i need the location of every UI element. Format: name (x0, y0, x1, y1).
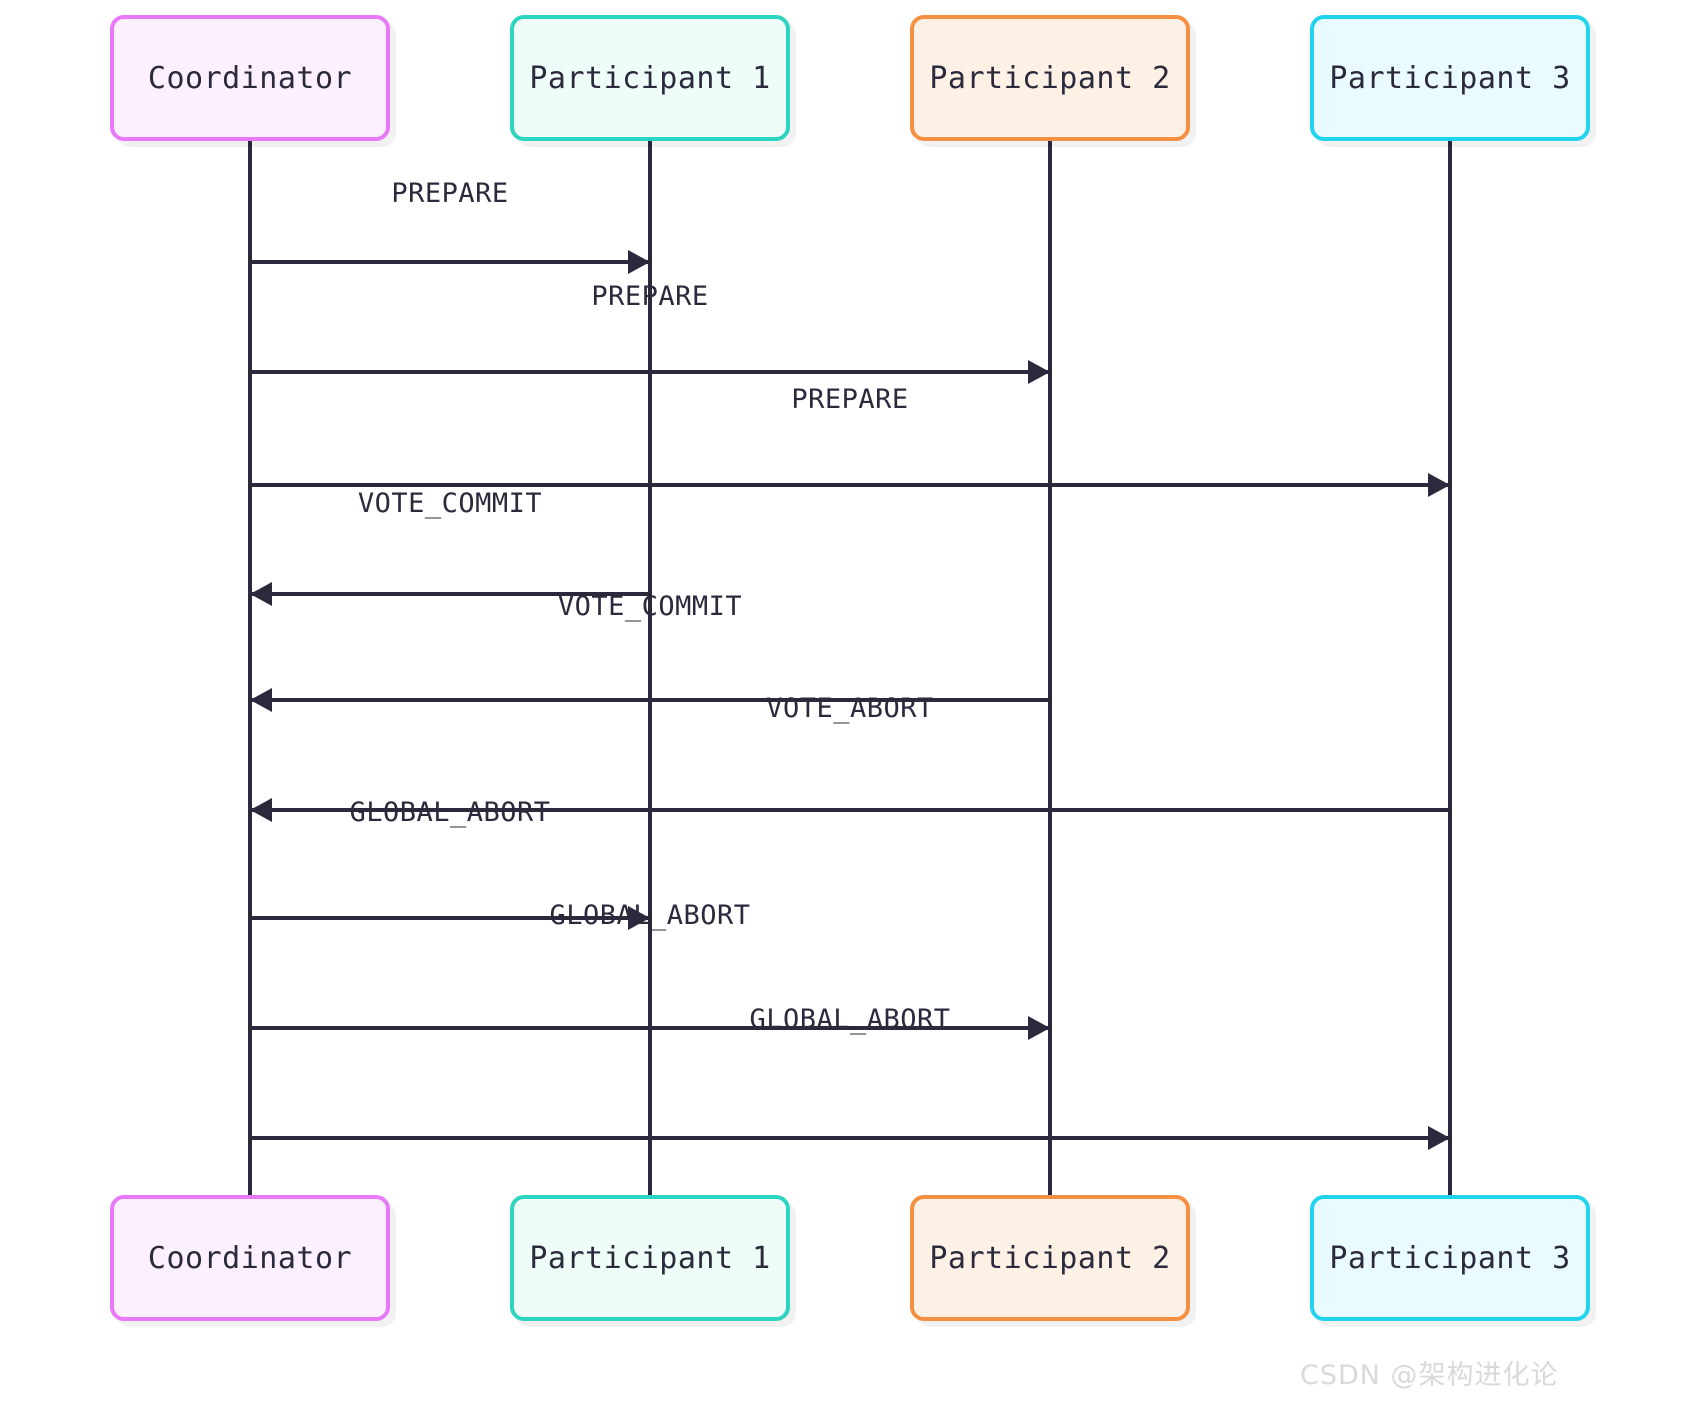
message-line (250, 370, 1050, 374)
arrow-head-right-icon (1428, 1126, 1450, 1150)
actor-label: Participant 2 (929, 60, 1171, 96)
message-label: GLOBAL_ABORT (549, 900, 751, 931)
arrow-head-right-icon (1028, 360, 1050, 384)
actor-label: Coordinator (147, 1240, 353, 1276)
actor-label: Coordinator (147, 60, 353, 96)
arrow-head-right-icon (1428, 473, 1450, 497)
message-label: VOTE_ABORT (766, 693, 934, 724)
message-line (250, 483, 1450, 487)
message-line (250, 260, 650, 264)
lifeline-participant1 (648, 141, 652, 1195)
lifeline-participant3 (1448, 141, 1452, 1195)
message-line (250, 698, 1050, 702)
actor-label: Participant 1 (529, 1240, 771, 1276)
message-line (250, 916, 650, 920)
arrow-head-left-icon (250, 688, 272, 712)
arrow-head-right-icon (628, 250, 650, 274)
message-label: VOTE_COMMIT (357, 488, 543, 519)
lifeline-coordinator (248, 141, 252, 1195)
lifeline-participant2 (1048, 141, 1052, 1195)
message-label: PREPARE (391, 178, 509, 209)
message-line (250, 1136, 1450, 1140)
message-line (250, 1026, 1050, 1030)
actor-label: Participant 2 (929, 1240, 1171, 1276)
watermark-text: CSDN @架构进化论 (1300, 1360, 1559, 1391)
actor-box-bottom-participant1[interactable]: Participant 1 (510, 1195, 790, 1321)
actor-label: Participant 3 (1329, 1240, 1571, 1276)
actor-label: Participant 3 (1329, 60, 1571, 96)
message-label: VOTE_COMMIT (557, 591, 743, 622)
actor-box-top-participant3[interactable]: Participant 3 (1310, 15, 1590, 141)
message-label: GLOBAL_ABORT (749, 1004, 951, 1035)
actor-box-bottom-coordinator[interactable]: Coordinator (110, 1195, 390, 1321)
arrow-head-left-icon (250, 582, 272, 606)
message-label: PREPARE (591, 281, 709, 312)
actor-box-top-participant2[interactable]: Participant 2 (910, 15, 1190, 141)
arrow-head-right-icon (628, 906, 650, 930)
message-label: GLOBAL_ABORT (349, 797, 551, 828)
actor-box-bottom-participant2[interactable]: Participant 2 (910, 1195, 1190, 1321)
actor-box-top-coordinator[interactable]: Coordinator (110, 15, 390, 141)
actor-box-top-participant1[interactable]: Participant 1 (510, 15, 790, 141)
actor-label: Participant 1 (529, 60, 771, 96)
arrow-head-left-icon (250, 798, 272, 822)
message-line (250, 808, 1450, 812)
message-label: PREPARE (791, 384, 909, 415)
arrow-head-right-icon (1028, 1016, 1050, 1040)
message-line (250, 592, 650, 596)
actor-box-bottom-participant3[interactable]: Participant 3 (1310, 1195, 1590, 1321)
